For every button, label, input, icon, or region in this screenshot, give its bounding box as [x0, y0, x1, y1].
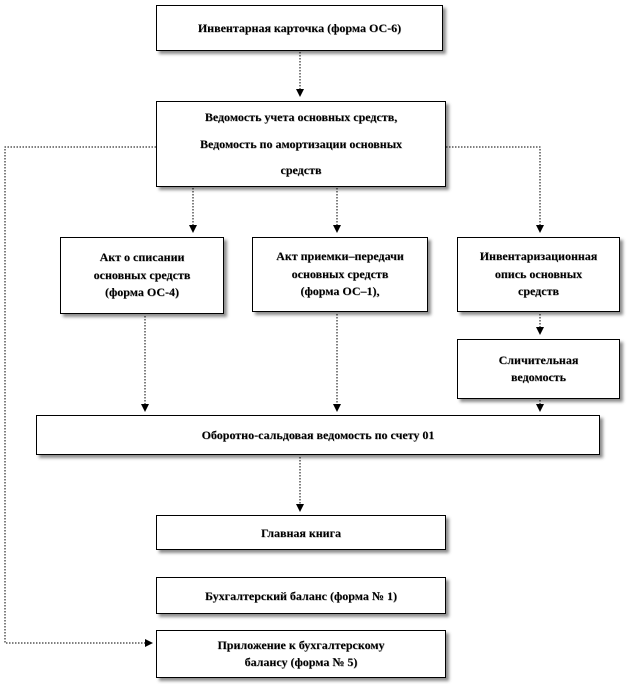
- node-os6: Инвентарная карточка (форма ОС-6): [156, 5, 443, 51]
- node-prilozhenie: Приложение к бухгалтерскому балансу (фор…: [156, 630, 446, 678]
- node-glavnaya: Главная книга: [156, 515, 446, 550]
- edge-vedomost-prilozhenie: [4, 146, 156, 647]
- node-label-line: Ведомость учета основных средств,: [204, 110, 398, 125]
- node-inventar: Инвентаризационная опись основных средст…: [457, 237, 620, 312]
- node-vedomost: Ведомость учета основных средств, Ведомо…: [156, 101, 446, 187]
- node-label-line: опись основных: [494, 266, 583, 281]
- node-label-line: Бухгалтерский баланс (форма № 1): [205, 588, 397, 603]
- node-label-line: Акт о списании: [99, 250, 185, 265]
- node-label-line: Инвентарная карточка (форма ОС-6): [197, 21, 402, 35]
- node-label-line: основных средств: [93, 267, 191, 282]
- node-akt-spisanie: Акт о списании основных средств (форма О…: [60, 237, 224, 314]
- node-label-line: Сличительная: [498, 352, 579, 367]
- node-label-line: балансу (форма № 5): [244, 655, 358, 669]
- node-label-line: Акт приемки–передачи: [276, 249, 404, 264]
- node-label-line: основных средств: [291, 266, 389, 281]
- node-label-line: Главная книга: [260, 525, 342, 540]
- node-balans: Бухгалтерский баланс (форма № 1): [156, 577, 446, 614]
- node-label-line: Приложение к бухгалтерскому: [217, 637, 385, 652]
- node-label-line: Инвентаризационная: [479, 249, 598, 264]
- node-label-line: средств: [280, 163, 322, 178]
- node-akt-priemka: Акт приемки–передачи основных средств (ф…: [252, 237, 428, 312]
- node-label-line: (форма ОС–1),: [300, 284, 380, 299]
- node-label-line: Ведомость по амортизации основных: [199, 136, 403, 151]
- node-label-line: ведомость: [510, 370, 567, 384]
- node-osv01: Оборотно-сальдовая ведомость по счету 01: [36, 415, 600, 455]
- node-label-line: (форма ОС-4): [104, 285, 180, 300]
- node-slichitel: Сличительная ведомость: [457, 339, 620, 399]
- edge-vedomost-inventar: [446, 146, 544, 233]
- node-label-line: Оборотно-сальдовая ведомость по счету 01: [201, 428, 435, 442]
- node-label-line: средств: [518, 284, 559, 299]
